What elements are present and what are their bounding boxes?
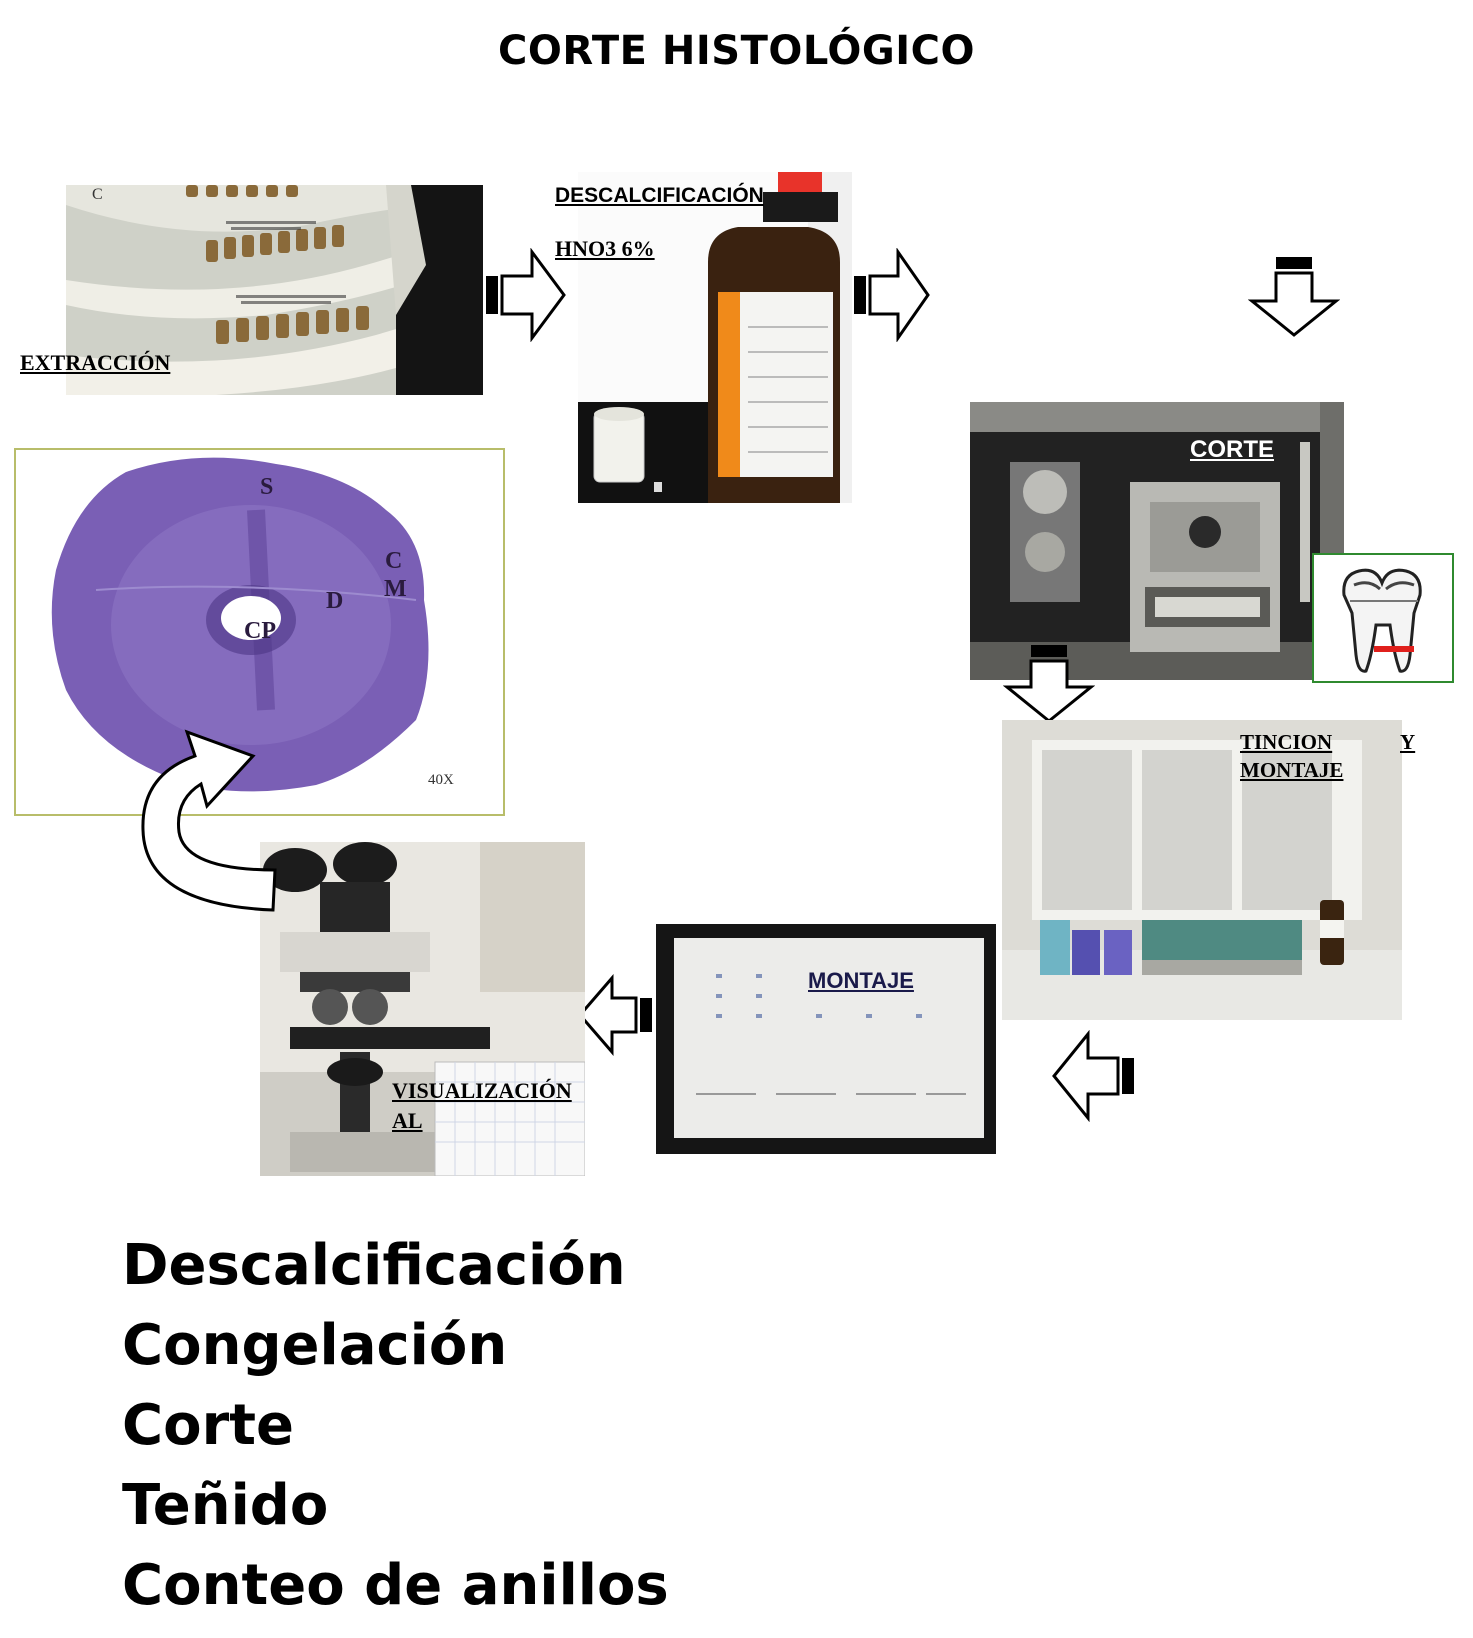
mounting-photo [656, 924, 996, 1154]
section-label-cp: CP [244, 618, 276, 644]
step-item: Descalcificación [122, 1233, 626, 1298]
section-photo [14, 448, 505, 816]
magnification-label: 40X [428, 772, 454, 788]
section-label-s: S [260, 474, 274, 500]
step-item: Corte [122, 1393, 294, 1458]
jaw-illustration [66, 185, 483, 395]
microscope-illustration [260, 842, 585, 1176]
microscope-photo [260, 842, 585, 1176]
microtome-illustration [970, 402, 1344, 680]
extraction-label: EXTRACCIÓN [20, 350, 171, 375]
step-item: Conteo de anillos [122, 1553, 669, 1618]
arrow-left-icon [578, 974, 652, 1056]
step-item: Congelación [122, 1313, 508, 1378]
reagent-label: HNO3 6% [555, 236, 655, 261]
mounting-label: MONTAJE [808, 968, 914, 993]
arrow-right-icon [486, 248, 566, 342]
extraction-mark: C [92, 186, 103, 203]
section-label-m: M [384, 576, 407, 602]
acid-bottle-illustration [578, 172, 852, 503]
arrow-right-icon [854, 248, 930, 342]
page-title: CORTE HISTOLÓGICO [498, 28, 975, 74]
staining-photo [1002, 720, 1402, 1020]
section-label-c: C [385, 548, 403, 574]
cutting-photo [970, 402, 1344, 680]
arrow-down-icon [1003, 645, 1095, 723]
curved-arrow-icon [141, 729, 277, 912]
slides-illustration [656, 924, 996, 1154]
tooth-icon [1342, 568, 1422, 673]
staining-label-line1: TINCION [1240, 730, 1333, 754]
cutting-label: CORTE [1190, 436, 1274, 463]
tooth-inset [1312, 553, 1454, 683]
staining-label-line2: MONTAJE [1240, 758, 1344, 782]
section-label-d: D [326, 588, 344, 614]
extraction-photo [66, 185, 483, 395]
stained-section-illustration [51, 457, 429, 792]
arrow-down-icon [1248, 257, 1340, 337]
visualization-label-line1: VISUALIZACIÓN [392, 1078, 572, 1103]
decalcification-label: DESCALCIFICACIÓN [555, 184, 764, 207]
step-item: Teñido [122, 1473, 329, 1538]
staining-illustration [1002, 720, 1402, 1020]
visualization-label-line2: AL [392, 1108, 423, 1133]
staining-label-y: Y [1400, 730, 1416, 754]
decalcification-photo [578, 172, 852, 503]
arrow-left-icon [1052, 1030, 1134, 1122]
